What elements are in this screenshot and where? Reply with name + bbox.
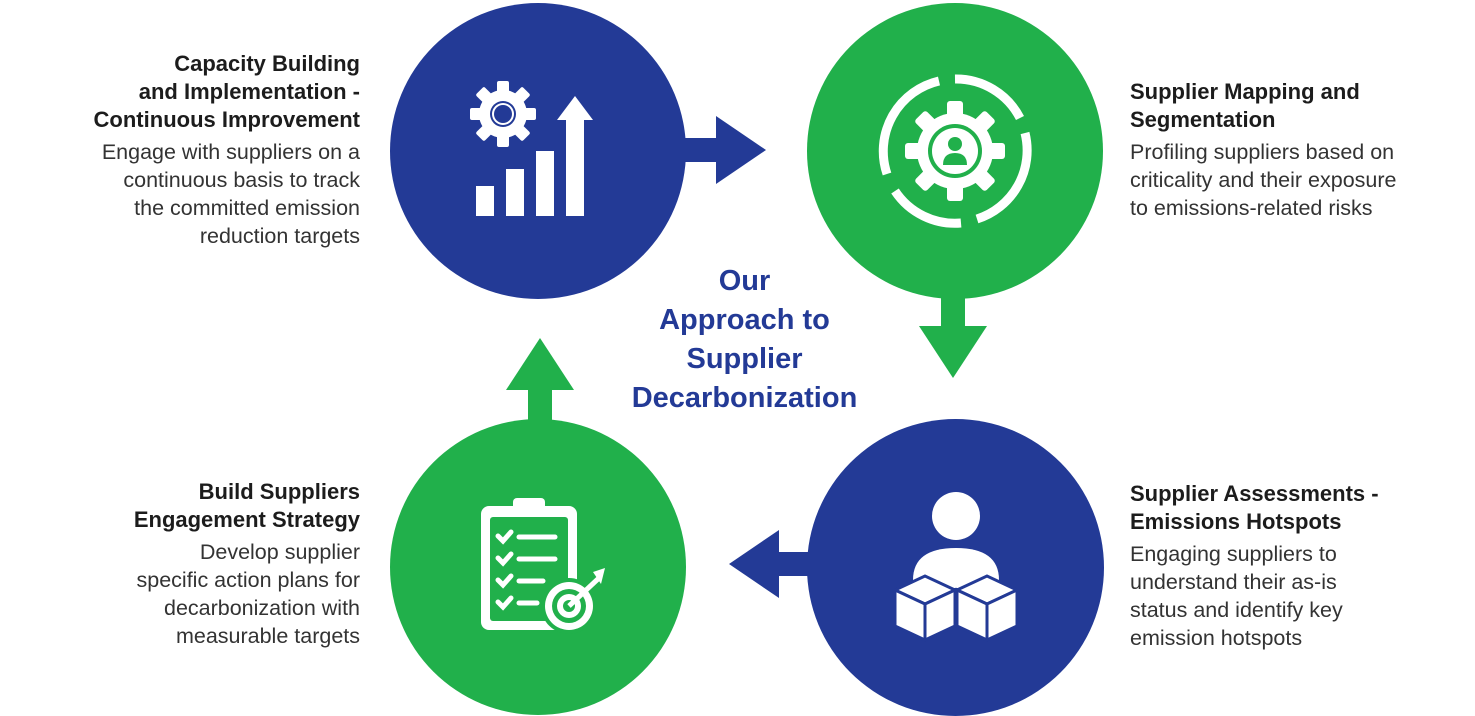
step-description: Profiling suppliers based on criticality… <box>1130 138 1470 222</box>
body-line: Engage with suppliers on a <box>101 140 360 164</box>
body-line: emission hotspots <box>1130 626 1303 650</box>
step-circle-engagement-strategy <box>390 419 686 715</box>
person-boxes-icon <box>890 491 1021 642</box>
body-line: Develop supplier <box>199 540 360 564</box>
step-heading: Supplier Mapping and Segmentation <box>1130 78 1470 134</box>
center-title-line: Approach to <box>659 304 830 336</box>
heading-line: Continuous Improvement <box>93 107 360 132</box>
body-line: continuous basis to track <box>123 168 360 192</box>
heading-line: Supplier Mapping and <box>1130 79 1360 104</box>
body-line: Profiling suppliers based on <box>1130 140 1395 164</box>
body-line: specific action plans for <box>136 568 360 592</box>
heading-line: Segmentation <box>1130 107 1276 132</box>
step-heading: Capacity Building and Implementation - C… <box>20 50 360 134</box>
step-heading: Build Suppliers Engagement Strategy <box>20 478 360 534</box>
step-circle-capacity-building <box>390 3 686 299</box>
heading-line: Emissions Hotspots <box>1130 509 1342 534</box>
step-circle-supplier-assessments <box>807 419 1104 716</box>
step-circle-supplier-mapping <box>807 3 1103 299</box>
arrow-down-green <box>919 296 987 378</box>
arrow-left-blue <box>729 530 811 598</box>
center-title-line: Supplier <box>686 343 803 375</box>
step-text-capacity-building: Capacity Building and Implementation - C… <box>20 50 360 250</box>
step-description: Engage with suppliers on a continuous ba… <box>20 138 360 250</box>
arrow-up-green <box>506 338 574 422</box>
gear-growth-chart-icon <box>470 81 593 216</box>
step-text-supplier-assessments: Supplier Assessments - Emissions Hotspot… <box>1130 480 1470 652</box>
center-title-line: Our <box>718 265 771 297</box>
body-line: the committed emission <box>134 196 360 220</box>
step-text-supplier-mapping: Supplier Mapping and Segmentation Profil… <box>1130 78 1470 222</box>
heading-line: Capacity Building <box>174 51 360 76</box>
step-text-engagement-strategy: Build Suppliers Engagement Strategy Deve… <box>20 478 360 650</box>
heading-line: Supplier Assessments - <box>1130 481 1379 506</box>
body-line: criticality and their exposure <box>1130 168 1397 192</box>
body-line: reduction targets <box>199 224 360 248</box>
step-description: Develop supplier specific action plans f… <box>20 538 360 650</box>
body-line: to emissions-related risks <box>1130 196 1373 220</box>
arrow-right-blue <box>684 116 766 184</box>
step-description: Engaging suppliers to understand their a… <box>1130 540 1470 652</box>
heading-line: Build Suppliers <box>198 479 360 504</box>
center-title-line: Decarbonization <box>631 382 858 414</box>
gear-person-cycle-icon <box>878 74 1032 228</box>
body-line: Engaging suppliers to <box>1130 542 1337 566</box>
body-line: measurable targets <box>175 624 360 648</box>
body-line: status and identify key <box>1130 598 1343 622</box>
heading-line: and Implementation - <box>138 79 360 104</box>
step-heading: Supplier Assessments - Emissions Hotspot… <box>1130 480 1470 536</box>
body-line: understand their as-is <box>1130 570 1337 594</box>
clipboard-target-icon <box>481 498 605 634</box>
body-line: decarbonization with <box>163 596 360 620</box>
center-title: Our Approach to Supplier Decarbonization <box>592 262 897 418</box>
heading-line: Engagement Strategy <box>133 507 360 532</box>
